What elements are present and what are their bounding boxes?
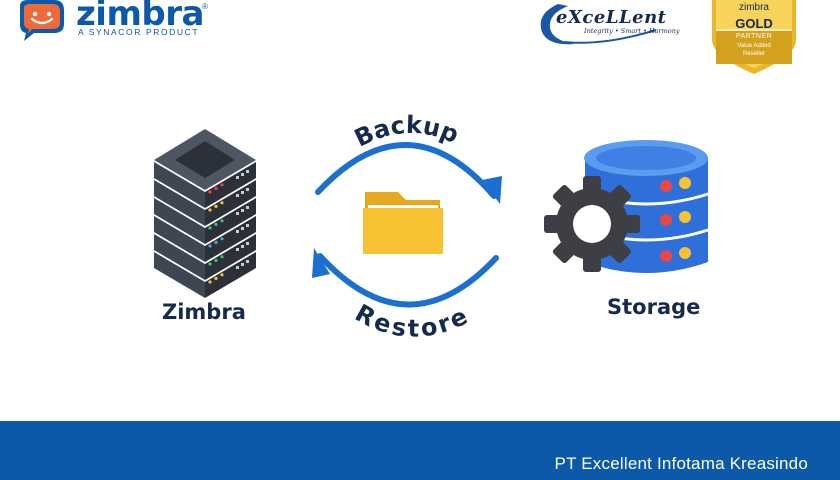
server-led [208, 262, 212, 266]
zimbra-wordmark: zimbra [76, 0, 204, 34]
zimbra-label: Zimbra [162, 300, 246, 324]
zimbra-chat-icon [20, 0, 64, 41]
server-led [220, 237, 224, 241]
server-led [208, 190, 212, 194]
server-led [220, 183, 224, 187]
restore-arrow [317, 253, 499, 308]
server-led [208, 226, 212, 230]
server-led [214, 186, 218, 190]
server-led [214, 240, 218, 244]
server-vent [241, 263, 244, 266]
server-vent [246, 188, 249, 191]
server-vent [241, 227, 244, 230]
server-led [214, 222, 218, 226]
server-led [208, 208, 212, 212]
badge-shield-icon [712, 0, 796, 74]
server-led [220, 273, 224, 277]
badge-line1: Value Added [737, 43, 771, 49]
server-vent [246, 260, 249, 263]
backup-restore-diagram: Backup Restore [154, 111, 709, 343]
server-led [214, 204, 218, 208]
server-vent [246, 242, 249, 245]
server-unit-side [154, 234, 205, 280]
zimbra-tagline: A SYNACOR PRODUCT [78, 27, 200, 37]
server-vent [246, 206, 249, 209]
server-vent [246, 170, 249, 173]
badge-brand: zimbra [738, 2, 769, 13]
server-unit-side [154, 198, 205, 244]
server-led [220, 219, 224, 223]
excellent-wordmark: eXceLLent [556, 7, 667, 28]
server-unit-side [154, 252, 205, 298]
server-led [220, 255, 224, 259]
restore-arrowhead-icon [312, 248, 330, 278]
server-unit-side [154, 216, 205, 262]
badge-level: PARTNER [735, 33, 773, 40]
excellent-tagline: Integrity • Smart • Harmony [584, 27, 680, 35]
server-led [214, 258, 218, 262]
server-vent [241, 245, 244, 248]
excellent-swoosh-icon [540, 4, 657, 45]
zimbra-logo: zimbra ® A SYNACOR PRODUCT [12, 0, 222, 44]
server-unit-side [154, 180, 205, 226]
server-led [214, 276, 218, 280]
badge-tier: GOLD [735, 16, 773, 31]
footer-bar: PT Excellent Infotama Kreasindo [0, 421, 840, 480]
server-vent [236, 266, 239, 269]
registered-mark: ® [202, 2, 208, 11]
company-name: PT Excellent Infotama Kreasindo [554, 454, 808, 473]
server-led [208, 280, 212, 284]
server-vent [236, 194, 239, 197]
storage-label: Storage [607, 295, 701, 319]
server-vent [236, 230, 239, 233]
server-vent [241, 173, 244, 176]
server-vent [241, 191, 244, 194]
badge-line2: Reseller [742, 51, 765, 57]
backup-arrow [315, 142, 497, 199]
gold-partner-badge: zimbra GOLD PARTNER Value Added Reseller [706, 0, 802, 74]
gear-icon [544, 176, 640, 272]
server-unit-side [154, 162, 205, 208]
server-rack-icon [154, 129, 256, 298]
excellent-logo: eXceLLent Integrity • Smart • Harmony [534, 0, 680, 48]
server-vent [236, 212, 239, 215]
server-led [220, 201, 224, 205]
server-led [208, 244, 212, 248]
server-vent [246, 224, 249, 227]
server-vent [236, 248, 239, 251]
folder-icon [363, 192, 443, 254]
server-vent [241, 209, 244, 212]
backup-arrowhead-icon [482, 176, 502, 204]
server-vent [236, 176, 239, 179]
